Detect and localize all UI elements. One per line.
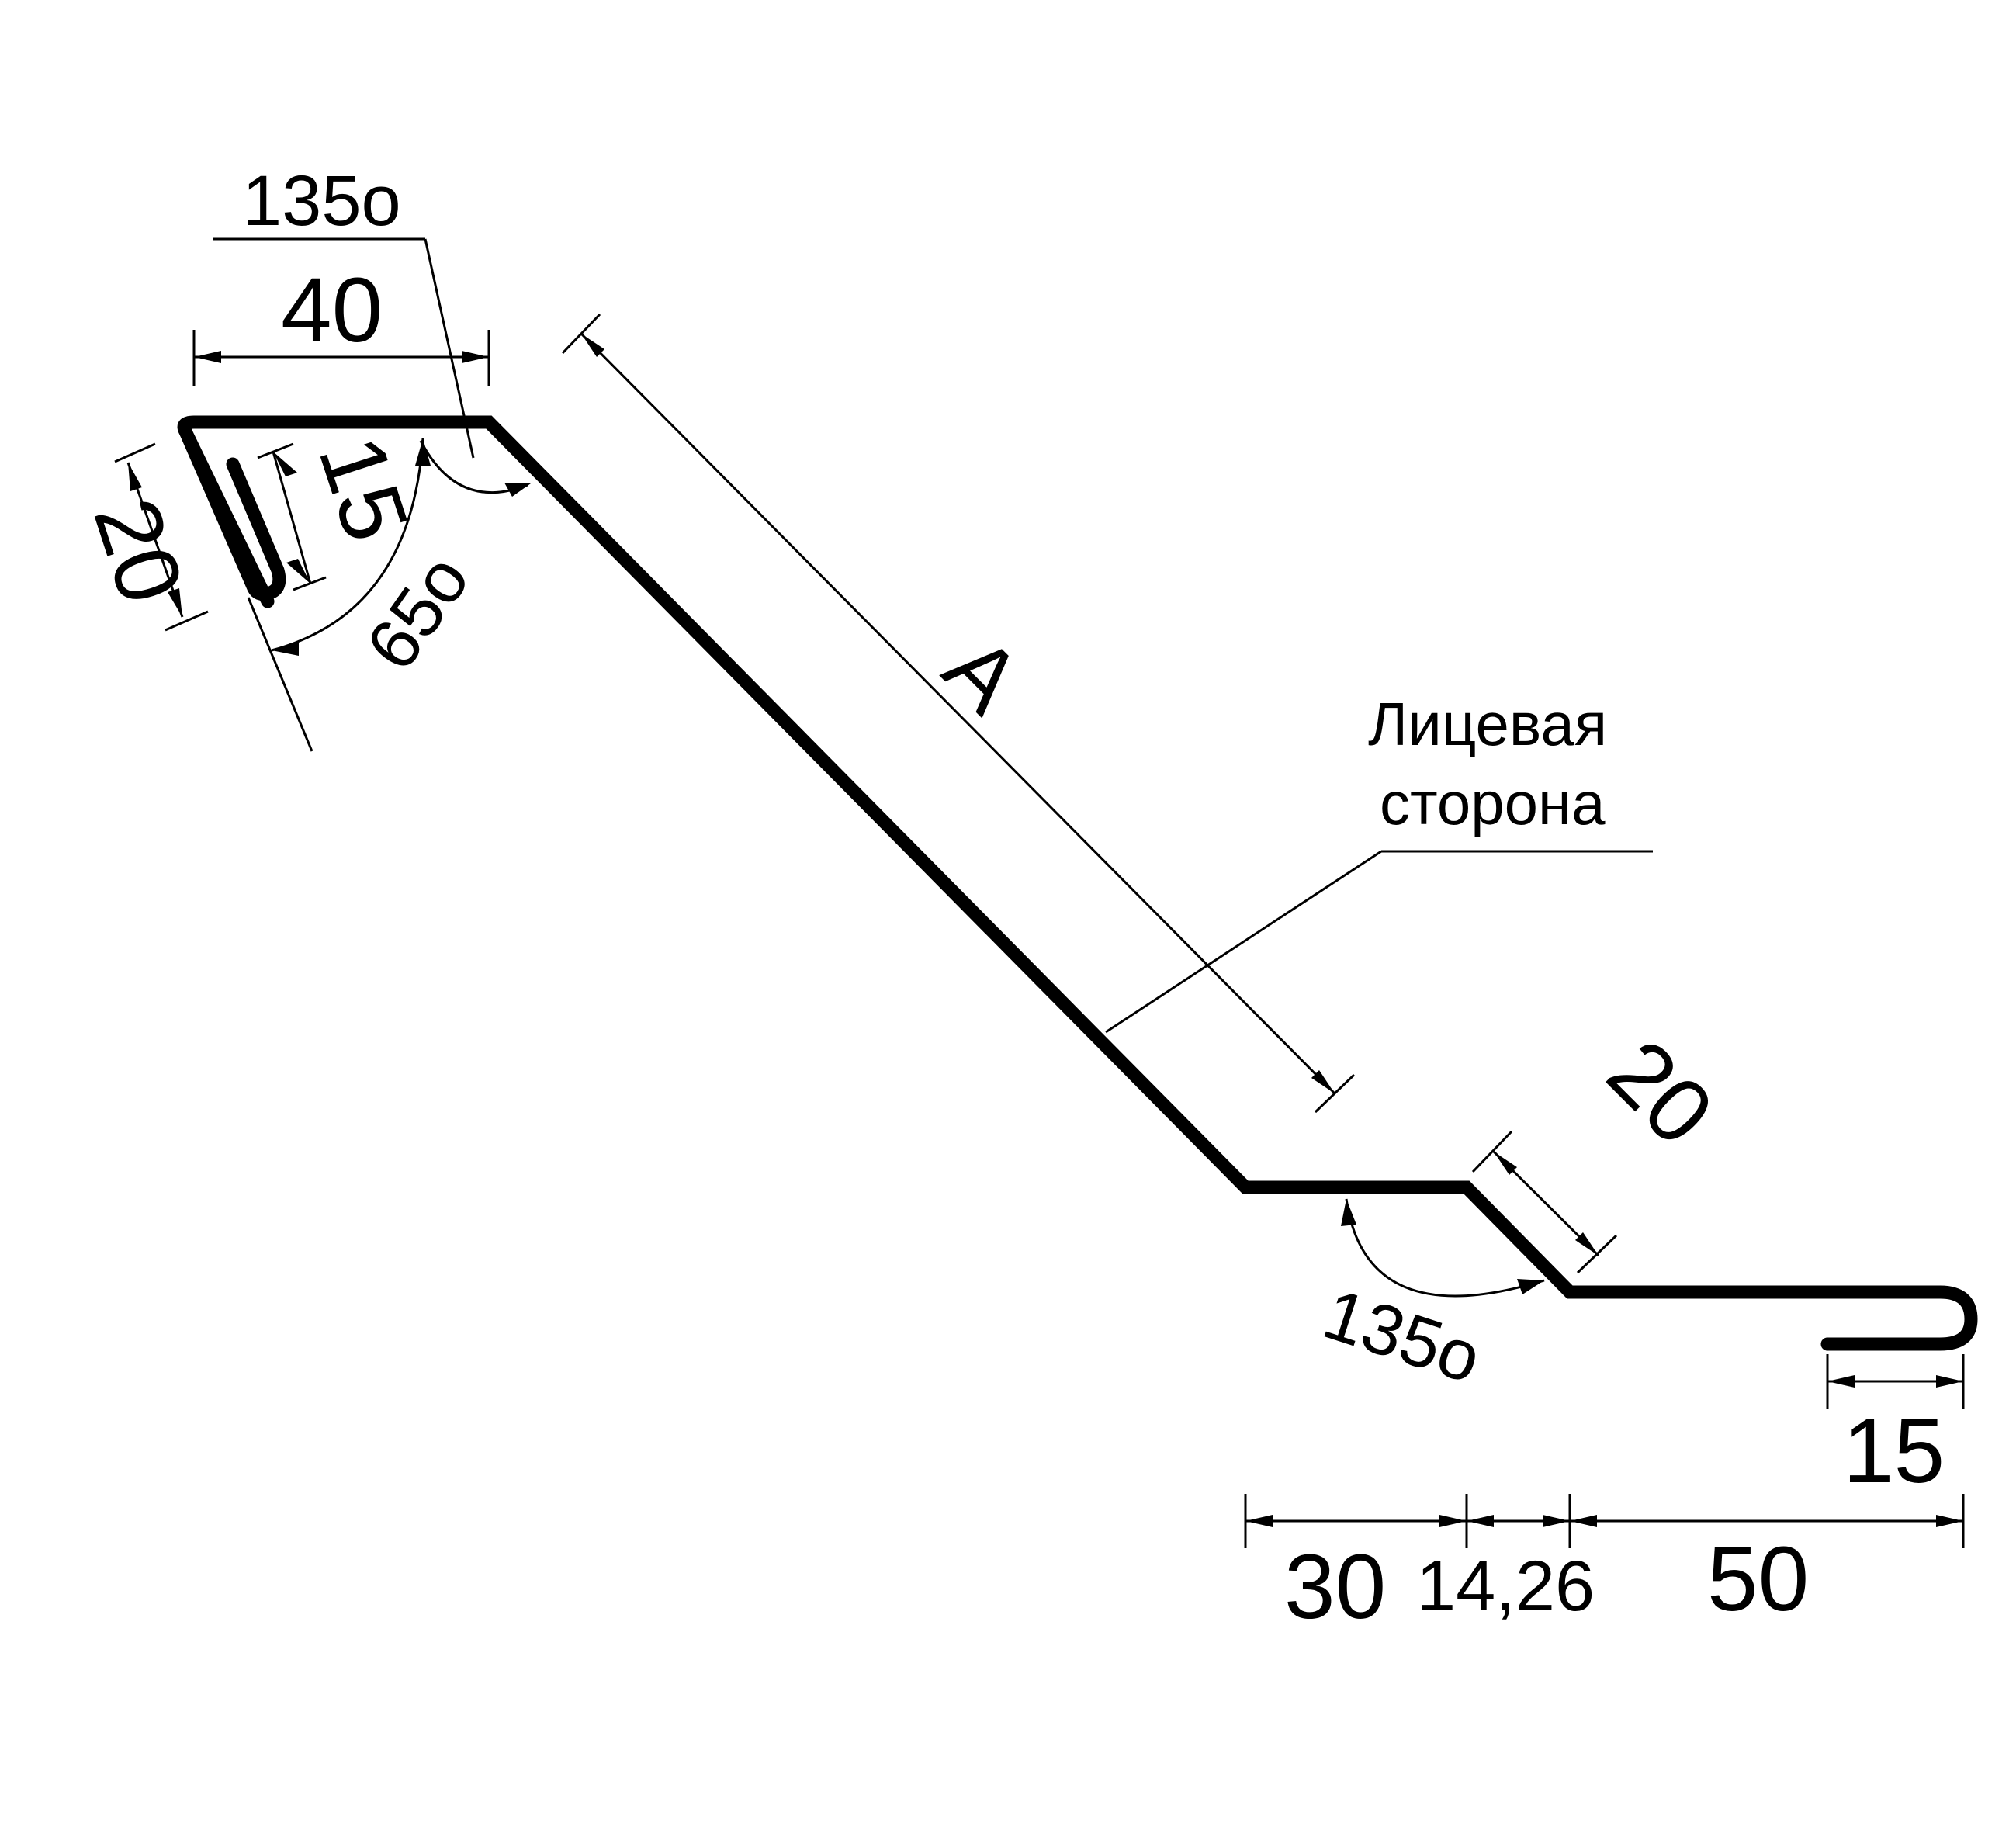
dimension-bottom-chain: 30 14,26 50 [1244,1494,1965,1638]
dim-slope-length-label: A [925,617,1041,733]
profile-outline [177,415,1978,1351]
dim-bottom-flat-label: 30 [1284,1536,1386,1638]
dim-bottom-hem-label: 15 [1843,1400,1945,1502]
face-side-label-line1: Лицевая [1368,690,1607,758]
dim-hem-length-label: 15 [299,424,428,553]
dimension-slope-length: A [561,313,1356,1114]
face-side-label-line2: сторона [1380,769,1606,837]
profile-main-line [177,415,1978,1351]
angle-top-left-label: 135o [242,161,401,241]
face-side-callout: Лицевая сторона [1105,690,1653,1034]
dim-top-width-label: 40 [281,259,383,362]
dim-bottom-run-label: 50 [1707,1528,1809,1630]
angle-hem-label: 65o [352,541,485,684]
dimension-left-height: 20 [74,442,209,632]
profile-hem-top-left [178,424,286,601]
dim-step-slope-label: 20 [1588,1020,1733,1165]
dimension-bottom-hem: 15 [1826,1354,1965,1502]
dim-left-height-label: 20 [74,487,203,615]
dimension-top-width: 40 [192,259,490,386]
angle-top-left: 135o [213,161,531,497]
dim-bottom-step-label: 14,26 [1416,1547,1595,1626]
angle-bottom-label: 135o [1315,1274,1490,1398]
